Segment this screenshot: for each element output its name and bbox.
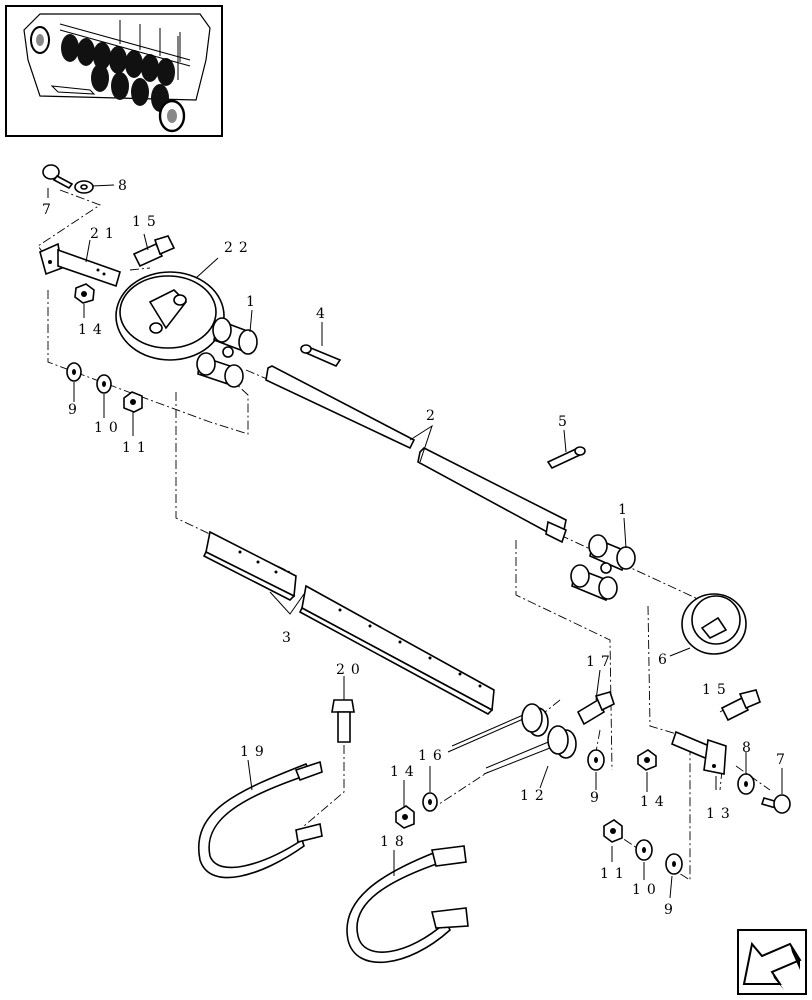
previous-page-arrow-icon[interactable] (737, 929, 807, 995)
callout-12: 12 (520, 788, 550, 804)
callout-8-top: 8 (118, 178, 133, 194)
bolt-20 (331, 699, 355, 743)
bolt-15-top (132, 235, 176, 268)
callout-15-right: 15 (702, 682, 732, 698)
callout-labels: 7 8 21 15 22 14 9 10 11 1 4 2 5 1 6 3 20… (42, 178, 791, 918)
callout-11-left: 11 (122, 440, 152, 456)
callout-4: 4 (316, 306, 331, 322)
callout-10-right: 10 (632, 882, 662, 898)
washer-9-left (66, 362, 82, 382)
washer-8-top (74, 180, 94, 194)
cotter-pin-5 (546, 446, 586, 470)
callout-15-top: 15 (132, 214, 162, 230)
callout-7-top: 7 (42, 202, 57, 218)
callout-14-lower: 14 (390, 764, 420, 780)
callout-22: 22 (224, 240, 254, 256)
weight-disc-22 (115, 271, 225, 361)
callout-11-right: 11 (600, 866, 630, 882)
nut-11-left (123, 391, 143, 413)
shaft-2 (265, 365, 567, 544)
angle-strips-3 (202, 530, 495, 715)
washer-8-right (737, 773, 755, 795)
callout-9-left: 9 (68, 402, 83, 418)
cotter-pin-4 (300, 344, 342, 368)
pin-21 (39, 242, 121, 288)
callout-7-right: 7 (776, 752, 791, 768)
callout-5: 5 (558, 414, 573, 430)
callout-2: 2 (426, 408, 441, 424)
washer-16 (422, 792, 438, 812)
nut-11-right (603, 819, 623, 843)
strap-18 (346, 845, 469, 964)
callout-21: 21 (90, 226, 120, 242)
machine-thumbnail (5, 5, 223, 137)
washer-9-right (665, 853, 683, 875)
callout-8-right: 8 (742, 740, 757, 756)
washer-10-left (96, 374, 112, 394)
callout-10-left: 10 (94, 420, 124, 436)
callout-20: 20 (336, 662, 366, 678)
bolt-15-right (720, 689, 761, 722)
bearing-1-right (570, 534, 636, 602)
callout-18: 18 (380, 834, 410, 850)
callout-1-top: 1 (246, 294, 261, 310)
callout-3: 3 (282, 630, 297, 646)
callout-9-right: 9 (664, 902, 679, 918)
callout-14-top: 14 (78, 322, 108, 338)
washer-9-center (587, 749, 605, 771)
washer-10-right (635, 839, 653, 861)
bearing-1-top (196, 317, 258, 388)
callout-6: 6 (658, 652, 673, 668)
callout-19: 19 (240, 744, 270, 760)
springs-12 (447, 703, 577, 775)
bolt-17 (576, 691, 615, 726)
bolt-7-top (42, 164, 74, 190)
bolt-7-right (760, 794, 791, 814)
weight-disc-6 (681, 593, 747, 655)
callout-14-right: 14 (640, 794, 670, 810)
pin-13 (671, 730, 727, 775)
callout-1-right: 1 (618, 502, 633, 518)
leader-lines (47, 184, 783, 899)
nut-14-lower (395, 805, 415, 829)
callout-16: 16 (418, 748, 448, 764)
callout-9-center: 9 (590, 790, 605, 806)
nut-14-right (637, 749, 657, 771)
nut-14-top (74, 283, 95, 304)
callout-17: 17 (586, 654, 616, 670)
callout-13: 13 (706, 806, 736, 822)
strap-19 (197, 760, 323, 879)
